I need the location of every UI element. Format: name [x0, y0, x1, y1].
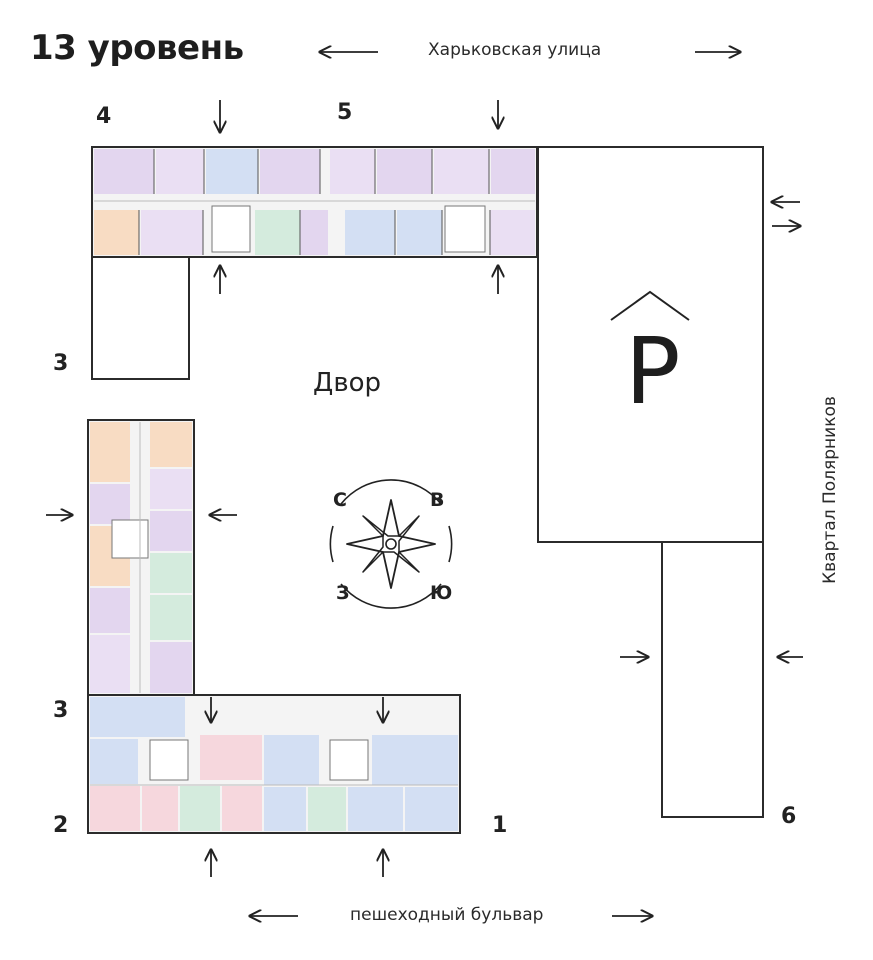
section-number-5: 5	[337, 100, 353, 125]
wing-top	[91, 146, 538, 258]
section-6-block	[661, 541, 764, 818]
street-right-label: Квартал Полярников	[820, 396, 840, 584]
compass-rose	[329, 479, 453, 609]
section-number-6: 6	[781, 804, 797, 829]
yard-label: Двор	[313, 368, 382, 398]
compass-west-label: З	[336, 582, 350, 604]
section-number-1: 1	[492, 813, 508, 838]
page-title: 13 уровень	[30, 28, 244, 68]
section-number-3-upper: 3	[53, 351, 69, 376]
wing-bottom	[87, 694, 461, 834]
compass-south-label: Ю	[430, 582, 453, 604]
section-number-3-lower: 3	[53, 698, 69, 723]
street-top-label: Харьковская улица	[428, 40, 602, 60]
compass-east-label: В	[430, 489, 445, 511]
section-3-upper-block	[91, 256, 190, 380]
wing-left	[87, 419, 195, 696]
entrance-arrows	[46, 100, 803, 877]
parking-block	[537, 146, 764, 543]
parking-label: P	[625, 318, 681, 425]
street-arrows	[250, 52, 740, 916]
section-number-4: 4	[96, 104, 112, 129]
compass-north-label: С	[333, 489, 347, 511]
parking-roof-icon	[610, 290, 690, 321]
street-bottom-label: пешеходный бульвар	[350, 905, 544, 925]
section-number-2: 2	[53, 813, 69, 838]
